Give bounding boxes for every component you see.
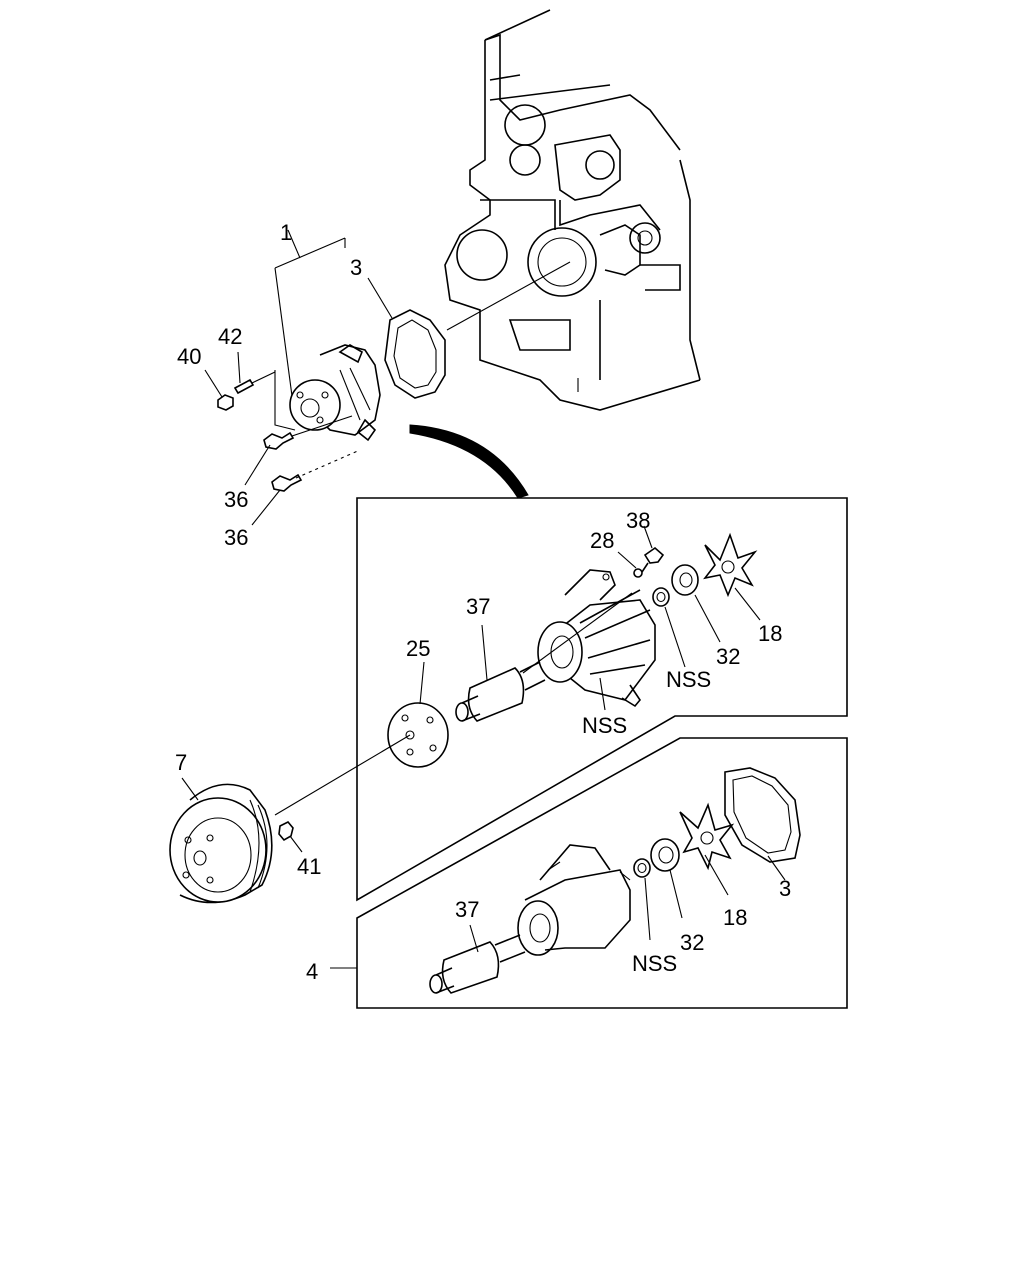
flange-25	[387, 702, 449, 768]
engine-block	[444, 9, 701, 411]
pump-body-lower	[517, 844, 631, 956]
seal-nss-lower	[633, 858, 651, 878]
stud-42	[233, 378, 255, 395]
leader-lines-lower	[330, 854, 786, 969]
callout-1: 1	[280, 220, 292, 245]
gasket-lower	[724, 767, 801, 863]
nut-41	[278, 821, 294, 842]
callout-nss-pump: NSS	[582, 713, 627, 738]
gasket-top	[384, 309, 446, 399]
seal-nss-upper	[652, 587, 670, 607]
nut-40	[217, 394, 234, 411]
callout-18-bot: 18	[723, 905, 747, 930]
callout-28: 28	[590, 528, 614, 553]
callout-37-bot: 37	[455, 897, 479, 922]
callout-nss-seal-bot: NSS	[632, 951, 677, 976]
callout-36-b: 36	[224, 525, 248, 550]
callout-7: 7	[175, 750, 187, 775]
leader-lines-top	[204, 229, 571, 526]
shaft-37-lower	[429, 934, 526, 994]
detail-arrow	[409, 424, 529, 499]
callout-labels: 1 3 42 40 36 36 38 28 37 25 7 41 32 18 N…	[175, 220, 791, 984]
callout-25: 25	[406, 636, 430, 661]
callout-18-top: 18	[758, 621, 782, 646]
callout-40: 40	[177, 344, 201, 369]
callout-32-top: 32	[716, 644, 740, 669]
shaft-37-upper	[455, 661, 546, 722]
callout-36-a: 36	[224, 487, 248, 512]
callout-37-top: 37	[466, 594, 490, 619]
detail-box-lower	[356, 737, 848, 1009]
washer-28	[633, 568, 643, 578]
bolt-36-a	[263, 431, 295, 450]
callout-38: 38	[626, 508, 650, 533]
seal-32-upper	[671, 564, 699, 596]
callout-4: 4	[306, 959, 318, 984]
callout-3-bot: 3	[779, 876, 791, 901]
detail-box-upper	[356, 497, 848, 902]
callout-42: 42	[218, 324, 242, 349]
impeller-18-upper	[703, 532, 758, 598]
callout-32-bot: 32	[680, 930, 704, 955]
pulley-7	[169, 783, 273, 904]
callout-nss-seal-top: NSS	[666, 667, 711, 692]
impeller-18-lower	[679, 802, 735, 871]
bolt-38	[641, 546, 665, 573]
seal-32-lower	[650, 838, 680, 872]
water-pump-assembly	[289, 344, 381, 442]
pump-body-upper	[537, 569, 656, 708]
callout-41: 41	[297, 854, 321, 879]
callout-3-top: 3	[350, 255, 362, 280]
bolt-36-b	[271, 473, 303, 492]
leader-lines-upper	[181, 525, 761, 853]
